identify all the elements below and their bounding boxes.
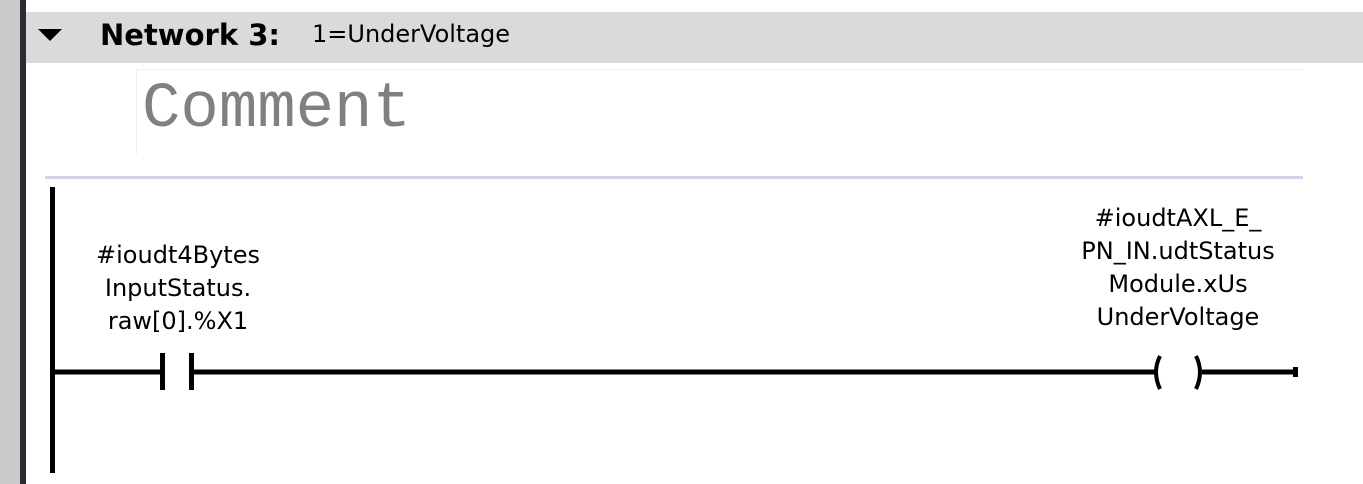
contact-operand-line: #ioudt4Bytes bbox=[96, 241, 260, 269]
network-comment-field[interactable]: Comment bbox=[136, 69, 1304, 154]
left-power-rail bbox=[50, 187, 55, 473]
contact-operand-line: InputStatus. bbox=[104, 274, 252, 302]
editor-border bbox=[20, 0, 26, 484]
left-gutter bbox=[0, 0, 20, 484]
network-description[interactable]: 1=UnderVoltage bbox=[312, 20, 511, 48]
coil-operand-line: UnderVoltage bbox=[1096, 303, 1260, 331]
coil-operand-line: #ioudtAXL_E_ bbox=[1094, 204, 1262, 232]
comment-placeholder: Comment bbox=[142, 74, 411, 146]
network-title: Network 3: bbox=[100, 18, 280, 52]
coil-right-paren bbox=[1194, 355, 1202, 390]
network-header[interactable] bbox=[26, 12, 1363, 63]
contact-left-bar bbox=[160, 353, 165, 390]
rung-end-terminal bbox=[1293, 367, 1298, 377]
contact-right-bar bbox=[189, 353, 194, 390]
network-separator bbox=[45, 176, 1303, 179]
coil-operand[interactable]: #ioudtAXL_E_ PN_IN.udtStatus Module.xUs … bbox=[1048, 202, 1308, 334]
contact-operand-line: raw[0].%X1 bbox=[107, 307, 249, 335]
output-coil[interactable] bbox=[1154, 355, 1202, 390]
coil-operand-line: Module.xUs bbox=[1108, 270, 1248, 298]
collapse-triangle-icon[interactable] bbox=[38, 29, 62, 41]
no-contact[interactable] bbox=[160, 353, 194, 390]
coil-operand-line: PN_IN.udtStatus bbox=[1081, 237, 1275, 265]
coil-left-paren bbox=[1154, 355, 1162, 390]
contact-operand[interactable]: #ioudt4Bytes InputStatus. raw[0].%X1 bbox=[58, 239, 298, 338]
